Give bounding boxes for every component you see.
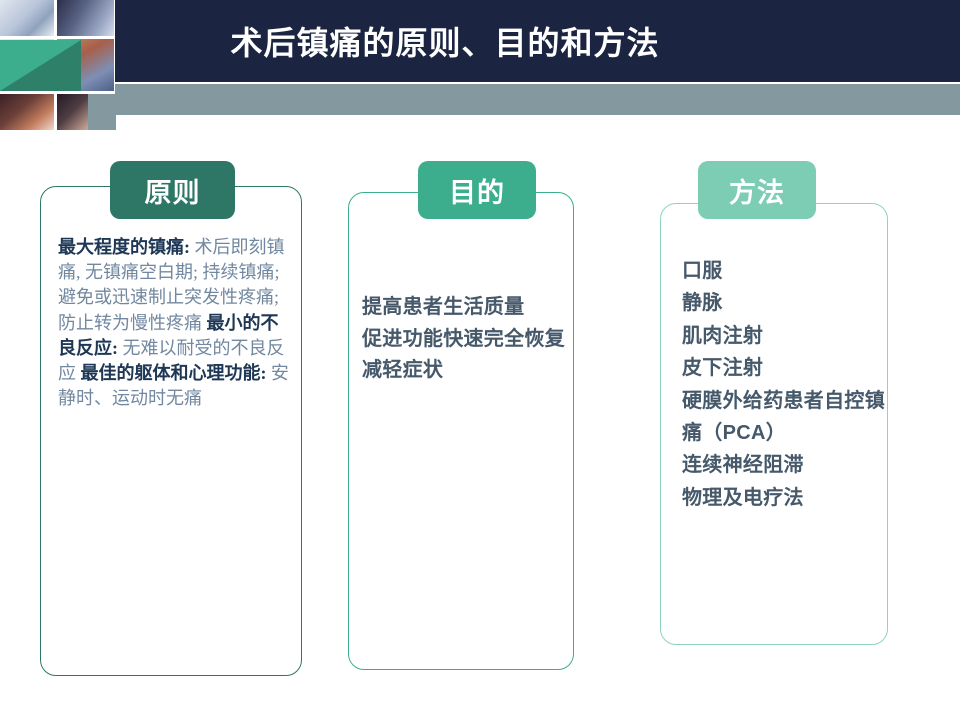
collage-photo-1 — [0, 0, 54, 36]
card-tab-purposes[interactable]: 目的 — [418, 161, 536, 219]
method-item: 连续神经阻滞 — [682, 454, 804, 477]
method-item: 口服 — [682, 260, 723, 282]
header-navy-bar — [115, 0, 960, 82]
principle-detail: 安静时、运动时无痛 — [58, 362, 289, 409]
slate-accent-square — [88, 94, 116, 130]
method-item: 静脉 — [682, 292, 723, 315]
method-item: 硬膜外给药患者自控镇痛（PCA） — [682, 389, 885, 444]
card-body-methods: 口服静脉肌肉注射皮下注射硬膜外给药患者自控镇痛（PCA） 连续神经阻滞物理及电疗法 — [682, 255, 888, 514]
principle-heading: 最佳的躯体和心理功能: — [80, 362, 267, 383]
card-tab-principles[interactable]: 原则 — [110, 161, 235, 219]
purpose-item: 提高患者生活质量 — [362, 296, 525, 318]
principle-heading: 最小的不良反应: — [58, 312, 279, 358]
page-header: 术后镇痛的原则、目的和方法 — [0, 0, 960, 115]
card-purposes — [348, 192, 574, 670]
card-tab-methods[interactable]: 方法 — [698, 161, 816, 219]
teal-diagonal-block — [0, 40, 81, 91]
collage-photo-5 — [0, 94, 54, 130]
principle-heading: 最大程度的镇痛: — [58, 237, 190, 257]
header-photo-collage — [0, 0, 116, 130]
card-principles — [40, 186, 302, 676]
card-methods — [660, 203, 888, 645]
header-slate-bar — [115, 84, 960, 115]
collage-photo-2 — [57, 0, 114, 36]
principle-detail: 术后即刻镇痛, 无镇痛空白期; 持续镇痛; 避免或迅速制止突发性疼痛; 防止转为… — [58, 237, 285, 333]
purpose-item: 促进功能快速完全恢复 — [362, 327, 565, 350]
page-title: 术后镇痛的原则、目的和方法 — [230, 25, 660, 61]
method-item: 皮下注射 — [682, 357, 764, 380]
method-item: 肌肉注射 — [682, 324, 764, 347]
card-body-principles: 最大程度的镇痛: 术后即刻镇痛, 无镇痛空白期; 持续镇痛; 避免或迅速制止突发… — [58, 235, 296, 411]
principle-detail: 无难以耐受的不良反应 — [58, 337, 285, 383]
card-body-purposes: 提高患者生活质量促进功能快速完全恢复减轻症状 — [362, 292, 572, 387]
method-item: 物理及电疗法 — [682, 486, 804, 509]
purpose-item: 减轻症状 — [362, 359, 444, 382]
